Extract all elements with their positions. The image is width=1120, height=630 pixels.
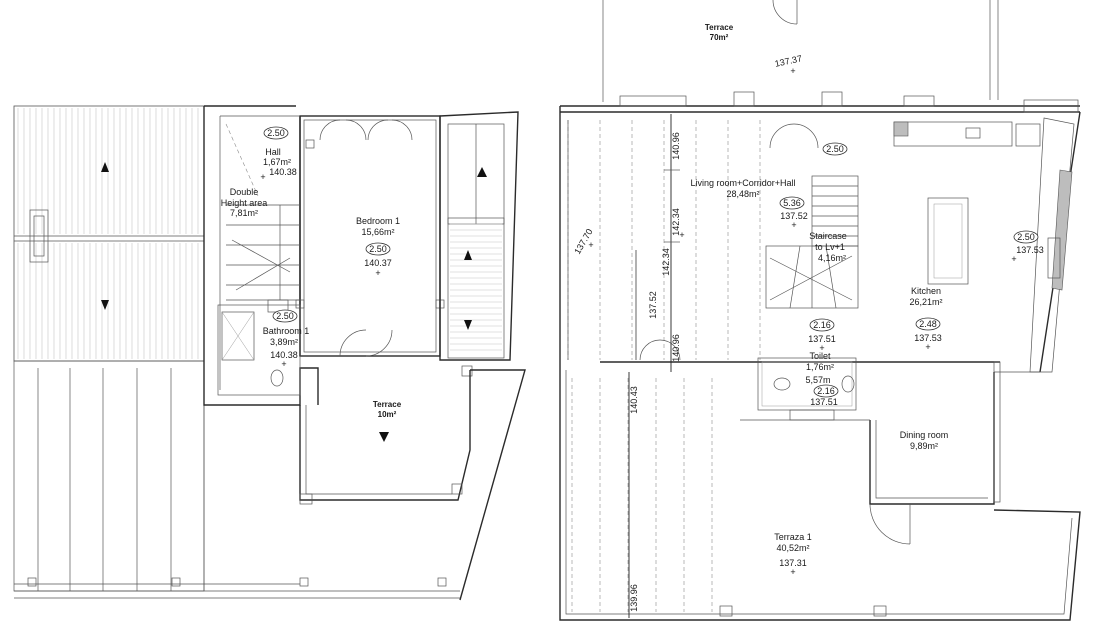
svg-text:28,48m²: 28,48m² [726, 189, 759, 199]
arrow-down-icon-3 [379, 432, 389, 442]
svg-text:2.50: 2.50 [369, 244, 387, 254]
svg-text:Bedroom 1: Bedroom 1 [356, 216, 400, 226]
svg-text:140.96: 140.96 [671, 334, 681, 362]
svg-text:137.31: 137.31 [779, 558, 807, 568]
left-deck-terrace [13, 105, 460, 599]
terrace-small-label: Terrace 10m² [373, 400, 402, 419]
svg-text:Terrace: Terrace [373, 400, 402, 409]
svg-text:Living room+Corridor+Hall: Living room+Corridor+Hall [690, 178, 795, 188]
arrow-up-icon-2 [477, 167, 487, 177]
terrace-small-outline [299, 369, 526, 601]
svg-text:2.50: 2.50 [276, 311, 294, 321]
svg-text:3,89m²: 3,89m² [270, 337, 298, 347]
svg-text:140.43: 140.43 [629, 386, 639, 414]
svg-text:+: + [819, 343, 824, 353]
svg-text:7,81m²: 7,81m² [230, 208, 258, 218]
right-floor-plan [559, 0, 1081, 621]
svg-text:137.53: 137.53 [914, 333, 942, 343]
level-marks: 140.96 142.34 142.34 137.70 137.52 140.9… [572, 132, 681, 612]
kitchen-label: Kitchen 26,21m² 2.48 137.53 + 2.50 137.5… [909, 230, 1044, 352]
svg-text:26,21m²: 26,21m² [909, 297, 942, 307]
svg-text:2.50: 2.50 [1017, 232, 1035, 242]
bathroom1-label: 2.50 Bathroom 1 3,89m² 140.38 + [263, 309, 310, 369]
svg-text:137.53: 137.53 [1016, 245, 1044, 255]
svg-text:70m²: 70m² [710, 33, 729, 42]
svg-text:137.52: 137.52 [780, 211, 808, 221]
double-height-label: Double Height area 7,81m² [221, 187, 268, 218]
svg-text:to Lv+1: to Lv+1 [815, 242, 845, 252]
left-walls [203, 105, 445, 406]
svg-text:Height area: Height area [221, 198, 268, 208]
svg-text:142.34: 142.34 [671, 208, 681, 236]
svg-text:5.36: 5.36 [783, 198, 801, 208]
svg-text:2.16: 2.16 [817, 386, 835, 396]
svg-text:137.37: 137.37 [774, 53, 803, 69]
svg-text:140.38: 140.38 [270, 350, 298, 360]
svg-text:+: + [588, 240, 593, 250]
svg-text:137.51: 137.51 [810, 397, 838, 407]
hall-area: 1,67m² [263, 157, 291, 167]
svg-text:Double: Double [230, 187, 259, 197]
svg-text:Toilet: Toilet [809, 351, 831, 361]
terraza1-label: Terraza 1 40,52m² 137.31 + [774, 532, 812, 577]
staircase-label: 5.36 137.52 + Staircase to Lv+1 4,16m² [779, 196, 847, 263]
svg-text:Kitchen: Kitchen [911, 286, 941, 296]
hall-ceiling: 2.50 [267, 128, 285, 138]
svg-text:9,89m²: 9,89m² [910, 441, 938, 451]
svg-text:139.96: 139.96 [629, 584, 639, 612]
arrow-up-icon-3 [464, 250, 472, 260]
svg-text:1,76m²: 1,76m² [806, 362, 834, 372]
hall-elev: 140.38 [269, 167, 297, 177]
arrow-down-icon [101, 300, 109, 310]
left-floor-plan [13, 105, 526, 601]
svg-text:137.51: 137.51 [808, 334, 836, 344]
hall-label: 2.50 Hall 1,67m² 140.38 + [260, 126, 297, 182]
bedroom1-label: Bedroom 1 15,66m² 2.50 140.37 + [356, 216, 400, 278]
svg-text:10m²: 10m² [378, 410, 397, 419]
dining-label: Dining room 9,89m² [900, 430, 949, 451]
svg-text:140.96: 140.96 [671, 132, 681, 160]
svg-text:140.37: 140.37 [364, 258, 392, 268]
svg-text:2.16: 2.16 [813, 320, 831, 330]
svg-text:4,16m²: 4,16m² [818, 253, 846, 263]
svg-text:Bathroom 1: Bathroom 1 [263, 326, 310, 336]
svg-text:137.52: 137.52 [648, 291, 658, 319]
svg-text:+: + [260, 172, 265, 182]
toilet-label: 2.16 137.51 + Toilet 1,76m² 5,57m 2.16 1… [805, 318, 839, 407]
svg-text:+: + [790, 66, 795, 76]
svg-text:15,66m²: 15,66m² [361, 227, 394, 237]
svg-text:2.50: 2.50 [826, 144, 844, 154]
svg-text:Staircase: Staircase [809, 231, 847, 241]
arrow-down-icon-2 [464, 320, 472, 330]
terrace-top-label: Terrace 70m² 137.37 + [705, 23, 803, 76]
svg-text:+: + [281, 359, 286, 369]
svg-text:+: + [791, 220, 796, 230]
svg-text:Dining room: Dining room [900, 430, 949, 440]
svg-text:142.34: 142.34 [661, 248, 671, 276]
svg-text:2.48: 2.48 [919, 319, 937, 329]
svg-text:Terrace: Terrace [705, 23, 734, 32]
svg-text:Terraza 1: Terraza 1 [774, 532, 812, 542]
svg-text:+: + [790, 567, 795, 577]
top-terrace [602, 0, 999, 102]
left-side-deck [439, 111, 519, 377]
svg-text:+: + [375, 268, 380, 278]
svg-text:+: + [679, 230, 684, 240]
hall-name: Hall [265, 147, 281, 157]
plus-marks: + + [588, 230, 684, 250]
living-label: 2.50 Living room+Corridor+Hall 28,48m² [690, 142, 848, 199]
svg-text:+: + [925, 342, 930, 352]
arrow-up-icon [101, 162, 109, 172]
svg-text:40,52m²: 40,52m² [776, 543, 809, 553]
svg-text:+: + [1011, 254, 1016, 264]
svg-text:5,57m: 5,57m [805, 375, 830, 385]
right-walls [559, 91, 1081, 621]
